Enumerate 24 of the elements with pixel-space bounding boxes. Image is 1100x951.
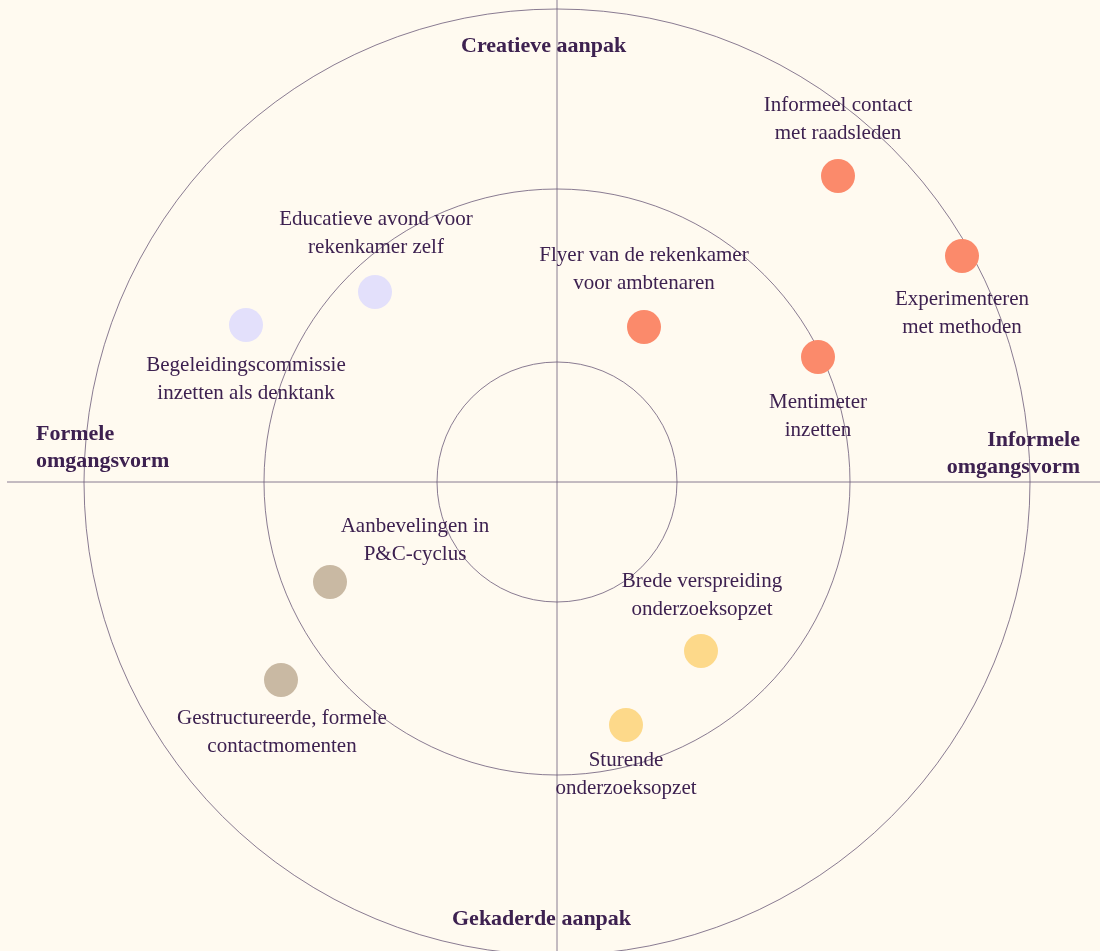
dot-marker bbox=[684, 634, 718, 668]
axis-label: Formele omgangsvorm bbox=[36, 419, 171, 473]
axis-label: Creatieve aanpak bbox=[461, 31, 627, 58]
dot-label: Aanbevelingen in P&C-cyclus bbox=[339, 512, 491, 567]
axis-label: Informele omgangsvorm bbox=[945, 425, 1080, 479]
dot-label: Mentimeter inzetten bbox=[768, 388, 868, 443]
dot-label: Flyer van de rekenkamer voor ambtenaren bbox=[538, 241, 750, 296]
dot-marker bbox=[609, 708, 643, 742]
axis-label: Gekaderde aanpak bbox=[452, 904, 632, 931]
dot-marker bbox=[627, 310, 661, 344]
dot-marker bbox=[821, 159, 855, 193]
dot-marker bbox=[313, 565, 347, 599]
dot-label: Brede verspreiding onderzoeksopzet bbox=[620, 567, 784, 622]
dot-label: Experimenteren met methoden bbox=[893, 285, 1031, 340]
dot-marker bbox=[801, 340, 835, 374]
dot-label: Sturende onderzoeksopzet bbox=[554, 746, 698, 801]
dot-marker bbox=[358, 275, 392, 309]
dot-marker bbox=[229, 308, 263, 342]
dot-label: Educatieve avond voor rekenkamer zelf bbox=[278, 205, 474, 260]
dot-marker bbox=[264, 663, 298, 697]
dot-label: Begeleidingscommissie inzetten als denktank bbox=[145, 351, 347, 406]
dot-label: Informeel contact met raadsleden bbox=[762, 91, 914, 146]
dot-label: Gestructureerde, formele contactmomenten bbox=[176, 704, 388, 759]
dot-marker bbox=[945, 239, 979, 273]
